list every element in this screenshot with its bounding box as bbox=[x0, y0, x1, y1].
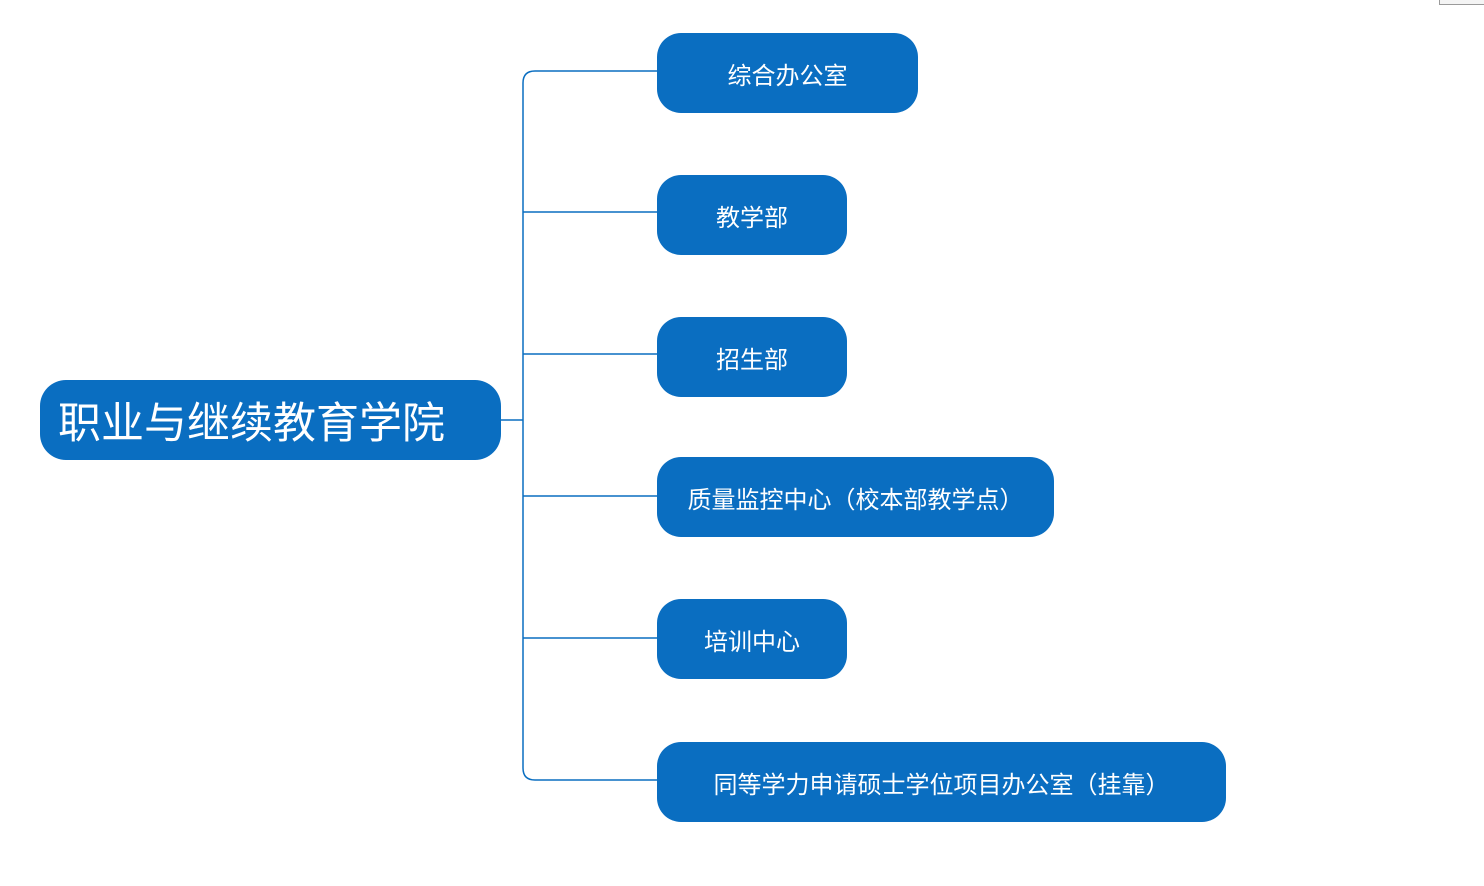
trunk-connector bbox=[522, 70, 657, 781]
child-node-teaching-dept: 教学部 bbox=[657, 175, 847, 255]
child-node-label: 同等学力申请硕士学位项目办公室（挂靠） bbox=[713, 770, 1170, 799]
root-node-label: 职业与继续教育学院 bbox=[58, 399, 445, 449]
child-node-quality-center: 质量监控中心（校本部教学点） bbox=[657, 457, 1054, 537]
child-node-label: 教学部 bbox=[716, 203, 788, 232]
child-node-training-center: 培训中心 bbox=[657, 599, 847, 679]
window-corner-edge bbox=[1439, 0, 1484, 5]
child-node-masters-office: 同等学力申请硕士学位项目办公室（挂靠） bbox=[657, 742, 1226, 822]
child-node-general-office: 综合办公室 bbox=[657, 33, 918, 113]
child-node-label: 培训中心 bbox=[704, 627, 800, 656]
child-node-label: 综合办公室 bbox=[727, 61, 848, 90]
child-node-admissions-dept: 招生部 bbox=[657, 317, 847, 397]
child-node-label: 质量监控中心（校本部教学点） bbox=[687, 485, 1024, 514]
child-node-label: 招生部 bbox=[716, 345, 788, 374]
root-node: 职业与继续教育学院 bbox=[40, 380, 501, 460]
